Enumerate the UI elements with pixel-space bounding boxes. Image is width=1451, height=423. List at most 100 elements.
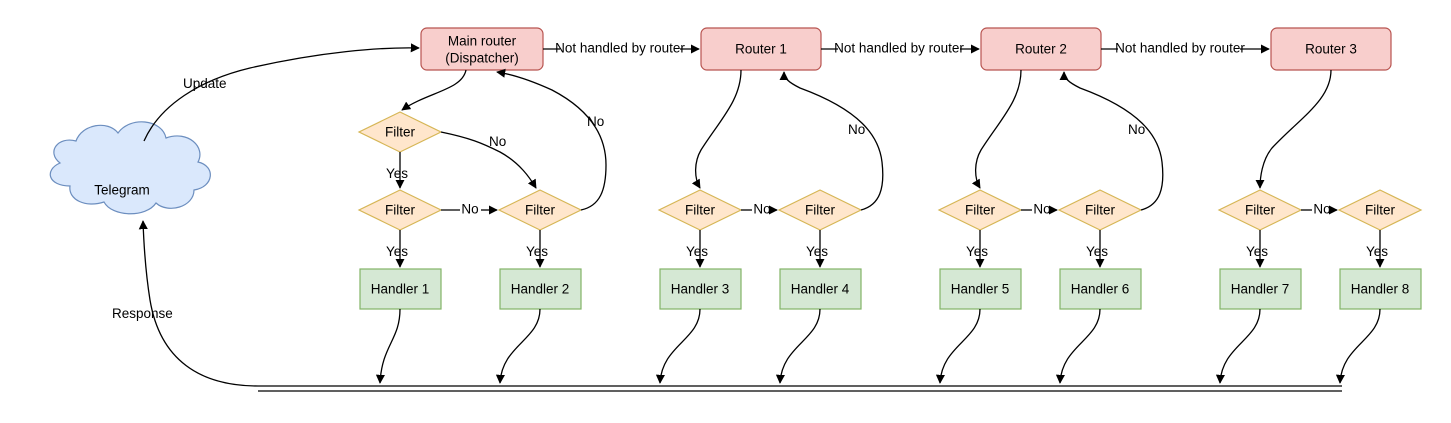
edge-filter5-yes: Yes <box>806 230 828 268</box>
edge-label-update: Update <box>183 76 227 91</box>
handler-5[interactable]: Handler 5 <box>939 268 1022 310</box>
filter-1-label: Filter <box>385 125 416 140</box>
edge-filter8-yes: Yes <box>1246 230 1268 268</box>
router-2-label: Router 2 <box>1015 42 1067 57</box>
handler-7-label: Handler 7 <box>1231 282 1290 297</box>
telegram-label: Telegram <box>94 183 150 198</box>
router-1[interactable]: Router 1 <box>700 27 822 71</box>
edge-label-no-7: No <box>1128 122 1145 137</box>
handler-8[interactable]: Handler 8 <box>1339 268 1422 310</box>
edge-label-not-handled-3: Not handled by router <box>1115 41 1245 56</box>
edge-filter6-yes: Yes <box>966 230 988 268</box>
edge-filter9-yes: Yes <box>1366 230 1388 268</box>
filter-5[interactable]: Filter <box>777 189 863 231</box>
handler-1[interactable]: Handler 1 <box>359 268 442 310</box>
edge-handler4-to-collector <box>775 308 821 384</box>
edge-router1-to-filter-4 <box>691 69 742 189</box>
filter-1[interactable]: Filter <box>357 111 443 153</box>
handler-4-label: Handler 4 <box>791 282 850 297</box>
edge-handler2-to-collector <box>495 308 541 384</box>
router-2[interactable]: Router 2 <box>980 27 1102 71</box>
handler-6[interactable]: Handler 6 <box>1059 268 1142 310</box>
router-3-label: Router 3 <box>1305 42 1357 57</box>
edge-label-no-8: No <box>1313 202 1330 217</box>
edge-router2-to-router3: Not handled by router <box>1101 41 1270 56</box>
edge-handler7-to-collector <box>1215 308 1261 384</box>
edge-handler1-to-collector <box>375 308 401 384</box>
edge-router2-to-filter-6 <box>971 69 1022 189</box>
filter-4-label: Filter <box>685 203 716 218</box>
edge-filter3-yes: Yes <box>526 230 548 268</box>
edge-filter4-yes: Yes <box>686 230 708 268</box>
edge-filter6-to-filter7-no: No <box>1021 202 1058 217</box>
edge-filter5-no-to-router1: No <box>779 71 884 211</box>
edge-label-no-5: No <box>848 122 865 137</box>
edge-filter7-yes: Yes <box>1086 230 1108 268</box>
edge-label-yes-top: Yes <box>386 166 408 181</box>
edge-label-not-handled-2: Not handled by router <box>834 41 964 56</box>
edge-label-yes-6: Yes <box>1086 244 1108 259</box>
filter-7-label: Filter <box>1085 203 1116 218</box>
edge-label-yes-5: Yes <box>966 244 988 259</box>
filter-5-label: Filter <box>805 203 836 218</box>
edge-filter1-no: No <box>440 131 537 189</box>
handler-7[interactable]: Handler 7 <box>1219 268 1302 310</box>
edge-label-no-2: No <box>461 202 478 217</box>
filter-7[interactable]: Filter <box>1057 189 1143 231</box>
router-main-label-line2: (Dispatcher) <box>445 51 519 66</box>
edge-label-response: Response <box>112 306 173 321</box>
edge-filter7-no-to-router2: No <box>1059 71 1164 211</box>
edge-label-yes-8: Yes <box>1366 244 1388 259</box>
edge-filter3-no-to-main-router: No <box>496 68 607 211</box>
edge-label-yes-1: Yes <box>386 244 408 259</box>
edge-label-yes-2: Yes <box>526 244 548 259</box>
router-3[interactable]: Router 3 <box>1270 27 1392 71</box>
edge-label-no-top: No <box>489 134 506 149</box>
edge-label-yes-4: Yes <box>806 244 828 259</box>
filter-8[interactable]: Filter <box>1217 189 1303 231</box>
edge-filter4-to-filter5-no: No <box>741 202 778 217</box>
edge-label-no-6: No <box>1033 202 1050 217</box>
response-collector-bar <box>258 385 1342 392</box>
edge-filter2-yes: Yes <box>386 230 408 268</box>
handler-4[interactable]: Handler 4 <box>779 268 862 310</box>
edge-handler3-to-collector <box>655 308 701 384</box>
filter-3-label: Filter <box>525 203 556 218</box>
filter-9[interactable]: Filter <box>1337 189 1423 231</box>
telegram-cloud: Telegram <box>49 121 211 215</box>
edge-router3-to-filter-8 <box>1255 69 1332 189</box>
handler-3[interactable]: Handler 3 <box>659 268 742 310</box>
edge-handler6-to-collector <box>1055 308 1101 384</box>
edge-handler5-to-collector <box>935 308 981 384</box>
handler-6-label: Handler 6 <box>1071 282 1130 297</box>
handler-2-label: Handler 2 <box>511 282 570 297</box>
edge-update: Update <box>143 43 420 142</box>
filter-6[interactable]: Filter <box>937 189 1023 231</box>
handler-3-label: Handler 3 <box>671 282 730 297</box>
edge-router1-to-router2: Not handled by router <box>821 41 980 56</box>
edge-filter1-yes: Yes <box>386 152 408 189</box>
edge-handler8-to-collector <box>1335 308 1381 384</box>
edge-label-yes-7: Yes <box>1246 244 1268 259</box>
handler-1-label: Handler 1 <box>371 282 430 297</box>
edge-label-no-3: No <box>587 114 604 129</box>
handler-8-label: Handler 8 <box>1351 282 1410 297</box>
edge-label-not-handled-1: Not handled by router <box>555 41 685 56</box>
handler-2[interactable]: Handler 2 <box>499 268 582 310</box>
filter-3[interactable]: Filter <box>497 189 583 231</box>
filter-8-label: Filter <box>1245 203 1276 218</box>
filter-2[interactable]: Filter <box>357 189 443 231</box>
handler-5-label: Handler 5 <box>951 282 1010 297</box>
router-1-label: Router 1 <box>735 42 787 57</box>
filter-4[interactable]: Filter <box>657 189 743 231</box>
router-main-label-line1: Main router <box>448 34 517 49</box>
edge-response: Response <box>112 220 259 387</box>
router-main[interactable]: Main router (Dispatcher) <box>420 27 544 71</box>
filter-9-label: Filter <box>1365 203 1396 218</box>
edge-label-yes-3: Yes <box>686 244 708 259</box>
edge-label-no-4: No <box>753 202 770 217</box>
filter-6-label: Filter <box>965 203 996 218</box>
filter-2-label: Filter <box>385 203 416 218</box>
